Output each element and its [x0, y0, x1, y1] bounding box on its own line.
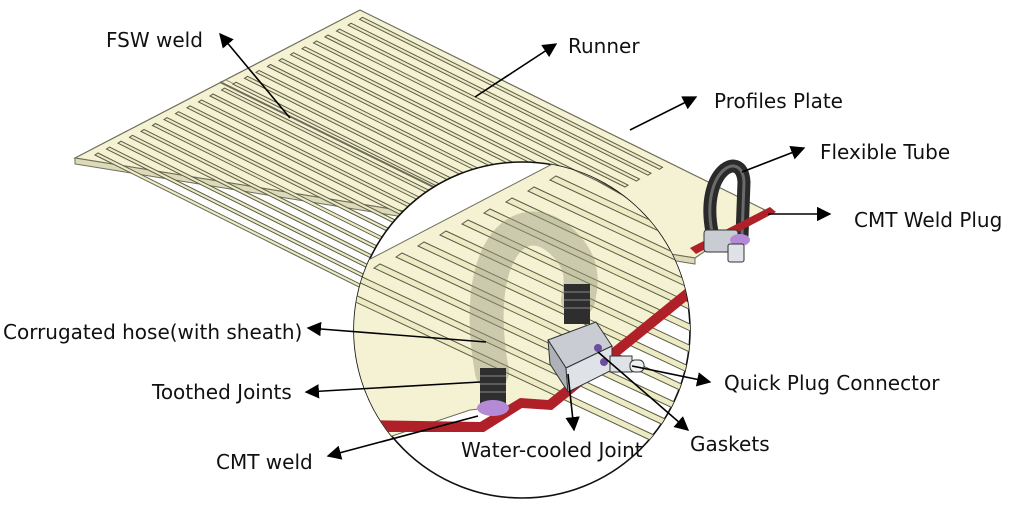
runner-bar-magnified	[526, 186, 690, 342]
arrow-gaskets	[597, 351, 690, 431]
arrow-fsw-weld	[219, 32, 291, 119]
water-cooled-joint	[547, 321, 613, 393]
annotation-arrows	[219, 32, 832, 460]
corrugated-hose	[469, 211, 598, 389]
arrow-quick-plug	[631, 365, 712, 387]
label-gaskets: Gaskets	[690, 432, 770, 456]
arrow-toothed-joints	[304, 381, 481, 399]
label-water-cooled-joint: Water-cooled Joint	[461, 438, 643, 462]
runner-bar	[335, 28, 641, 182]
label-profiles-plate: Profiles Plate	[714, 89, 843, 113]
label-cmt-weld-plug: CMT Weld Plug	[854, 208, 1003, 232]
arrow-corrugated-hose	[306, 321, 487, 343]
arrow-profiles-plate	[629, 96, 698, 131]
flexible-tube	[703, 159, 751, 243]
runner-bar	[358, 16, 664, 170]
runner-bar-magnified	[482, 208, 690, 364]
runner-bar-magnified	[438, 230, 690, 386]
label-quick-plug-connector: Quick Plug Connector	[724, 371, 940, 395]
toothed-joint-lower	[477, 368, 509, 416]
arrow-cmt-weld	[326, 415, 479, 460]
arrow-water-cooled-joint	[565, 373, 580, 432]
runner-bar-magnified	[504, 197, 690, 353]
label-toothed-joints: Toothed Joints	[152, 380, 292, 404]
label-cmt-weld: CMT weld	[216, 450, 313, 474]
cmt-weld-plug	[690, 207, 776, 263]
label-corrugated-hose: Corrugated hose(with sheath)	[3, 320, 303, 344]
runner-bar-magnified	[548, 175, 690, 331]
runner-bar-magnified	[460, 219, 690, 375]
label-flexible-tube: Flexible Tube	[820, 140, 951, 164]
label-fsw-weld: FSW weld	[106, 28, 203, 52]
runner-bar	[324, 34, 629, 188]
arrow-flexible-tube	[741, 145, 806, 173]
label-runner: Runner	[568, 34, 640, 58]
arrow-runner	[474, 43, 558, 98]
toothed-joint-upper	[564, 284, 590, 324]
runner-bar	[347, 22, 652, 176]
